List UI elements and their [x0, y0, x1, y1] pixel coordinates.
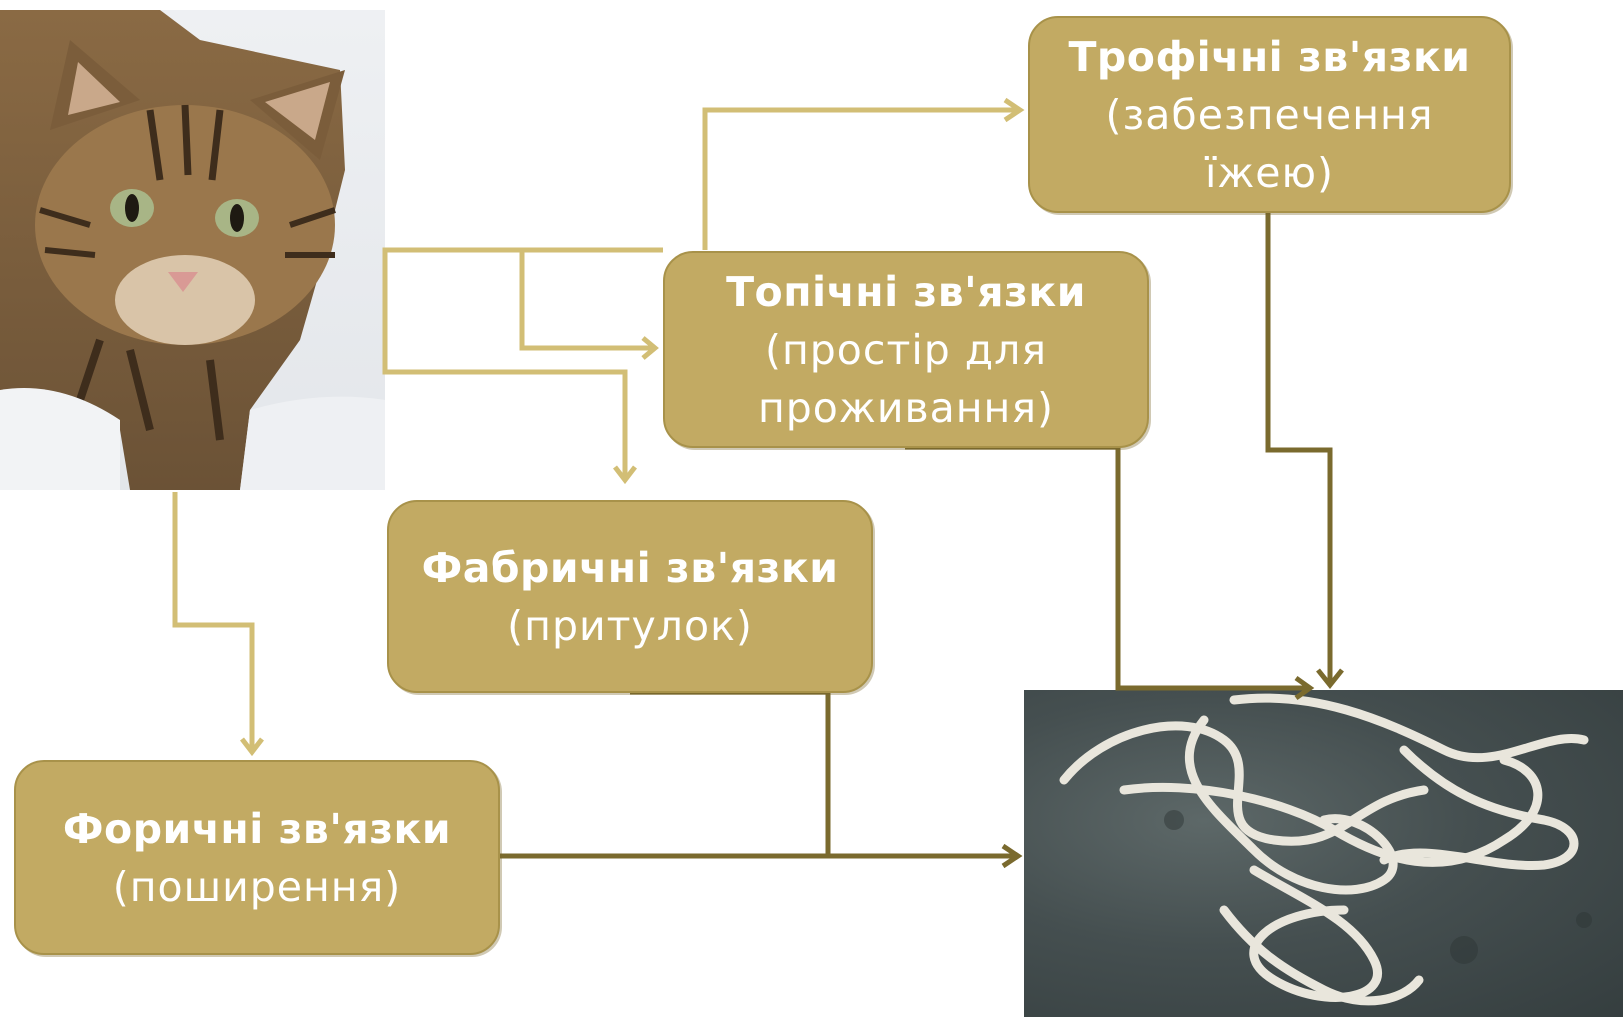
- arrow-cat-to-trophic: [705, 110, 1020, 250]
- trophic-sub-1: (забезпечення: [1106, 86, 1434, 144]
- trophic-title: Трофічні зв'язки: [1068, 28, 1470, 86]
- topic-sub-1: (простір для: [765, 321, 1047, 379]
- trophic-links-box: Трофічні зв'язки (забезпечення їжею): [1028, 16, 1511, 213]
- arrow-trophic-to-worms: [1268, 213, 1330, 685]
- fabric-sub-1: (притулок): [507, 597, 753, 655]
- topic-title: Топічні зв'язки: [726, 263, 1086, 321]
- fabric-title: Фабричні зв'язки: [422, 539, 839, 597]
- arrow-cat-to-topic-2: [522, 250, 655, 348]
- topic-sub-2: проживання): [758, 379, 1054, 437]
- phoric-links-box: Форичні зв'язки (поширення): [14, 760, 500, 955]
- topic-links-box: Топічні зв'язки (простір для проживання): [663, 251, 1149, 448]
- phoric-title: Форичні зв'язки: [63, 800, 451, 858]
- arrow-cat-to-phoric: [175, 492, 252, 752]
- arrow-fabric-to-worms: [630, 692, 828, 856]
- trophic-sub-2: їжею): [1205, 144, 1334, 202]
- fabric-links-box: Фабричні зв'язки (притулок): [387, 500, 873, 693]
- phoric-sub-1: (поширення): [113, 858, 402, 916]
- arrow-topic-to-worms: [905, 447, 1310, 688]
